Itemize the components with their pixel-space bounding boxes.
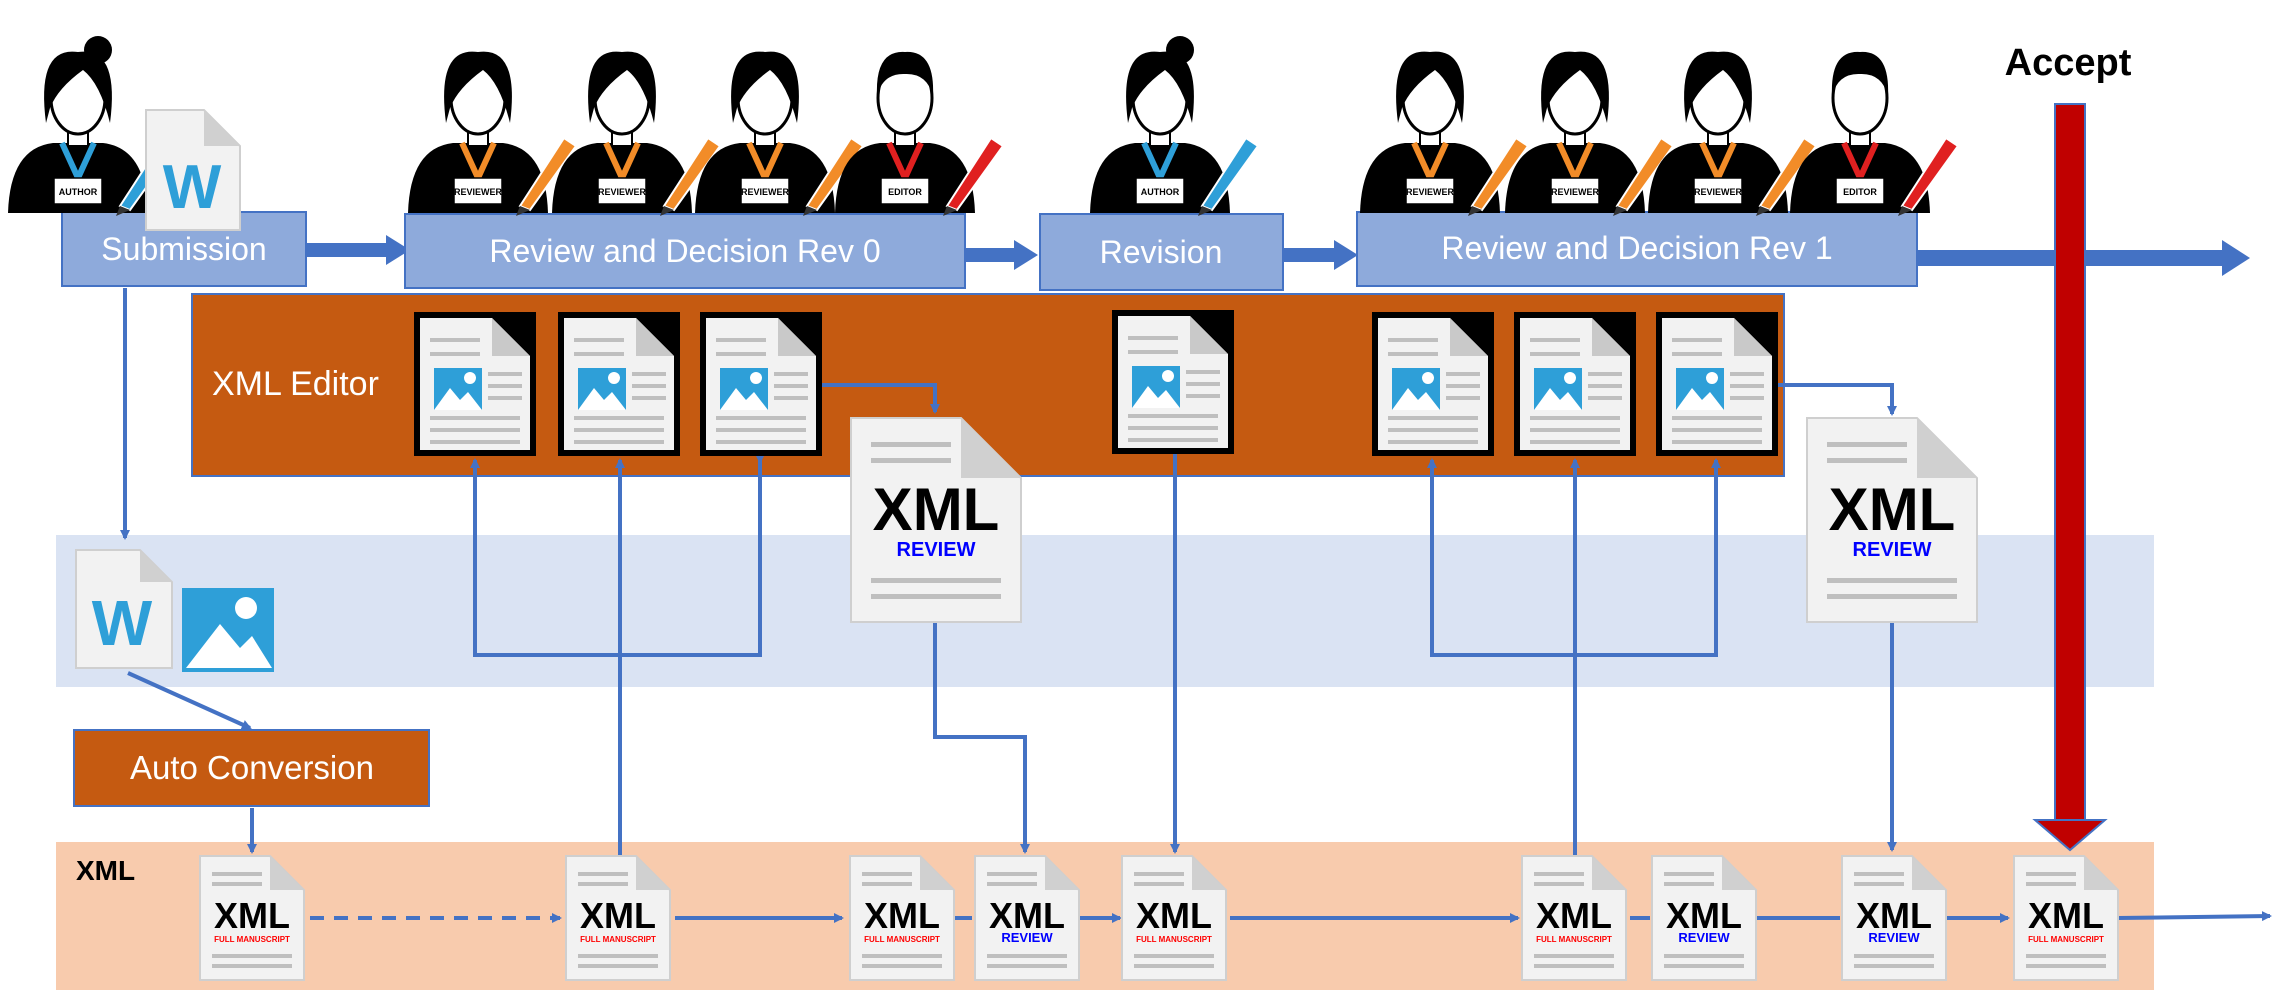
xml-text: XML [1666, 895, 1742, 936]
author-person: AUTHOR [1090, 36, 1260, 216]
badge-label: EDITOR [888, 187, 922, 197]
full-manuscript-text: FULL MANUSCRIPT [580, 935, 656, 944]
auto-conversion-label: Auto Conversion [130, 749, 374, 786]
submitted-image-icon[interactable] [182, 588, 274, 672]
xml-text: XML [580, 895, 656, 936]
review-text: REVIEW [1868, 930, 1920, 945]
editor-doc-3[interactable] [700, 312, 822, 456]
badge-label: REVIEWER [1551, 187, 1600, 197]
editor-doc-7[interactable] [1656, 312, 1778, 456]
full-manuscript-text: FULL MANUSCRIPT [2028, 935, 2104, 944]
auto-conversion-box[interactable] [73, 729, 430, 807]
revision-box[interactable] [1039, 213, 1284, 291]
editor-doc-1[interactable] [414, 312, 536, 456]
pencil-icon [662, 136, 722, 212]
light-band [56, 535, 2154, 687]
editor-doc-5[interactable] [1372, 312, 1494, 456]
badge-label: AUTHOR [1141, 187, 1180, 197]
review-text: REVIEW [1853, 539, 1932, 561]
xml-text: XML [864, 895, 940, 936]
full-manuscript-text: FULL MANUSCRIPT [864, 935, 940, 944]
editor-doc-2[interactable] [558, 312, 680, 456]
people-group: AUTHOR REVIEWER REVIEWER REVIEWER EDITOR AUTH… [8, 36, 1960, 216]
badge-label: REVIEWER [1406, 187, 1455, 197]
badge-label: REVIEWER [741, 187, 790, 197]
full-manuscript-text: FULL MANUSCRIPT [214, 935, 290, 944]
accept-arrow-shaft [2054, 103, 2086, 825]
reviewer-person: REVIEWER [1505, 51, 1675, 216]
xml-text: XML [873, 476, 1000, 543]
xml-text: XML [1856, 895, 1932, 936]
editor-person: EDITOR [1790, 51, 1960, 216]
xml-editor-label: XML Editor [212, 365, 379, 403]
reviewer-person: REVIEWER [1648, 51, 1818, 216]
review0-box[interactable] [404, 213, 966, 289]
submission-label: Submission [101, 231, 266, 267]
connectors [120, 288, 2272, 923]
badge-label: REVIEWER [1694, 187, 1743, 197]
editor-doc-4[interactable] [1112, 310, 1234, 454]
review-text: REVIEW [1001, 930, 1053, 945]
author-person: AUTHOR [8, 36, 178, 216]
pencil-icon [805, 136, 865, 212]
editor-doc-6[interactable] [1514, 312, 1636, 456]
reviewer-person: REVIEWER [695, 51, 865, 216]
submitted-word-doc[interactable]: W [75, 549, 173, 669]
xml-text: XML [2028, 895, 2104, 936]
xml-text: XML [1536, 895, 1612, 936]
pencil-icon [518, 136, 578, 212]
badge-label: AUTHOR [59, 187, 98, 197]
author-word-doc: W [145, 109, 241, 231]
badge-label: EDITOR [1843, 187, 1877, 197]
badge-label: REVIEWER [454, 187, 503, 197]
review0-label: Review and Decision Rev 0 [489, 233, 880, 269]
review1-box[interactable] [1356, 211, 1918, 287]
xml-text: XML [989, 895, 1065, 936]
pencil-icon [945, 136, 1005, 212]
reviewer-person: REVIEWER [1360, 51, 1530, 216]
review1-label: Review and Decision Rev 1 [1441, 230, 1832, 266]
xml-text: XML [1829, 476, 1956, 543]
editor-person: EDITOR [835, 51, 1005, 216]
review-text: REVIEW [1678, 930, 1730, 945]
xml-text: XML [1136, 895, 1212, 936]
badge-label: REVIEWER [598, 187, 647, 197]
accept-label: Accept [2005, 42, 2132, 84]
reviewer-person: REVIEWER [408, 51, 578, 216]
full-manuscript-text: FULL MANUSCRIPT [1136, 935, 1212, 944]
accept-arrow-head [2032, 819, 2108, 852]
xml-lane-label: XML [76, 855, 135, 886]
revision-label: Revision [1100, 234, 1223, 270]
word-icon: W [92, 587, 153, 659]
review-text: REVIEW [897, 539, 976, 561]
xml-text: XML [214, 895, 290, 936]
full-manuscript-text: FULL MANUSCRIPT [1536, 935, 1612, 944]
word-icon: W [163, 153, 222, 222]
reviewer-person: REVIEWER [552, 51, 722, 216]
